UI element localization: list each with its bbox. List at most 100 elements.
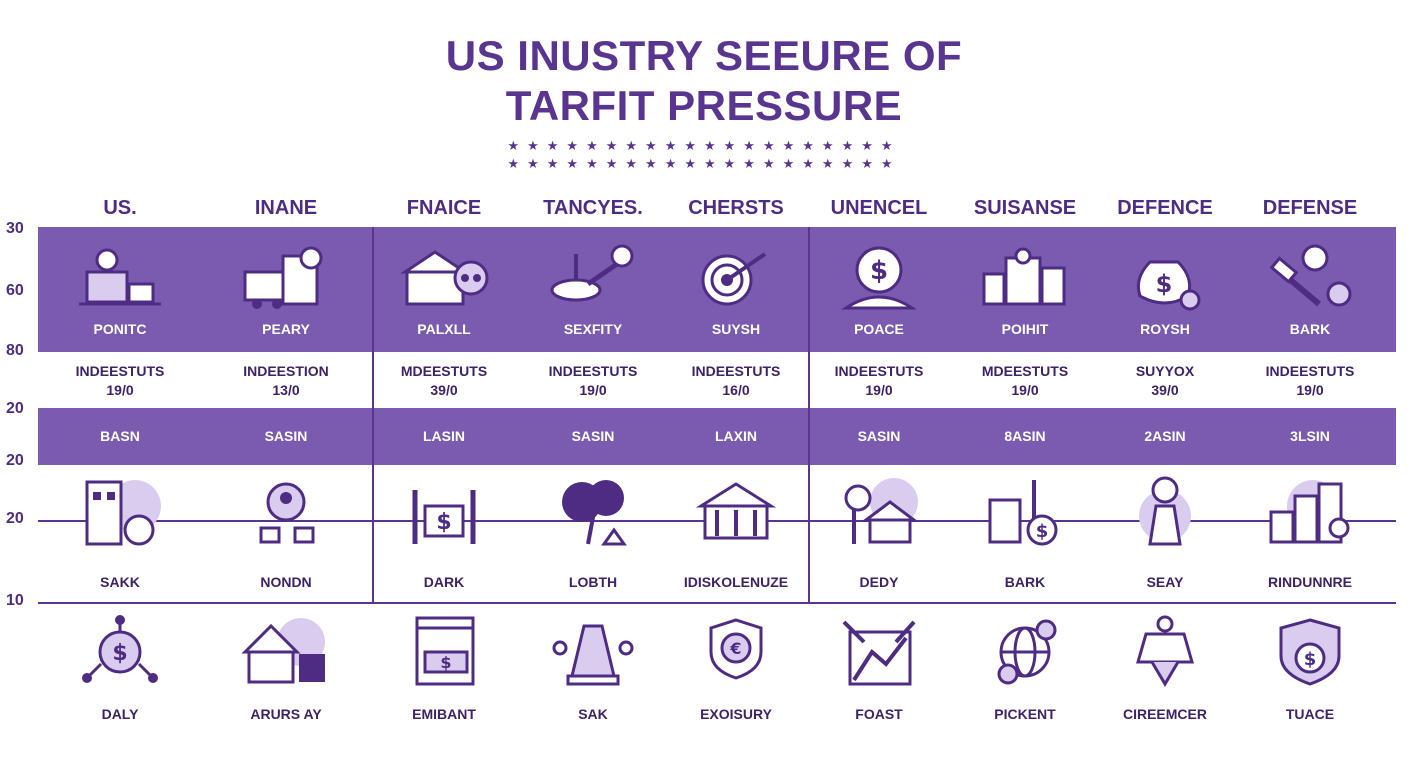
row1-label: BARK: [1289, 321, 1331, 337]
row1-label: ROYSH: [1140, 321, 1190, 337]
row5-label: PICKENT: [994, 706, 1056, 722]
column-header: SUISANSE: [973, 197, 1077, 219]
y-axis-label: 60: [6, 282, 24, 299]
row3-label: LAXIN: [715, 428, 757, 444]
svg-text:$: $: [870, 256, 888, 286]
row4-label: RINDUNNRE: [1268, 574, 1352, 590]
person-icon: [1110, 472, 1220, 552]
svg-text:$: $: [1036, 521, 1049, 542]
row5-label: FOAST: [855, 706, 903, 722]
row5-label: ARURS AY: [250, 706, 322, 722]
row3-label: LASIN: [423, 428, 465, 444]
building-globe-icon: [65, 472, 175, 552]
y-axis-label: 20: [6, 452, 24, 469]
row2-stat-label: SUYYOX: [1135, 363, 1195, 379]
ornament-icon: [1110, 612, 1220, 692]
window-money-icon: $: [389, 612, 499, 692]
row3-label: 3LSIN: [1290, 428, 1330, 444]
basin-band: [38, 408, 1396, 465]
column-header: DEFENCE: [1117, 197, 1213, 219]
y-axis-label: 20: [6, 510, 24, 527]
row2-stat-value: 13/0: [272, 382, 300, 398]
y-axis-label: 10: [6, 592, 24, 609]
coin-car-icon: $: [824, 238, 934, 318]
row5-label: DALY: [101, 706, 139, 722]
row4-label: SEAY: [1146, 574, 1184, 590]
house-market-icon: [231, 612, 341, 692]
house-pin-icon: [824, 472, 934, 552]
row4-label: NONDN: [260, 574, 312, 590]
row3-label: SASIN: [264, 428, 308, 444]
dollar-network-icon: $: [65, 612, 175, 692]
row3-label: 2ASIN: [1144, 428, 1186, 444]
idea-person-icon: [231, 472, 341, 552]
column-header: US.: [103, 197, 137, 219]
y-axis-label: 20: [6, 400, 24, 417]
row2-stat-value: 39/0: [1151, 382, 1179, 398]
building-coin-icon: $: [970, 472, 1080, 552]
row1-label: PEARY: [262, 321, 310, 337]
finance-building-icon: [389, 238, 499, 318]
stars-row-2: ★★★★★★★★★★★★★★★★★★★★: [507, 156, 901, 171]
page-title-line-2: TARFIT PRESSURE: [505, 82, 903, 129]
row5-label: CIREEMCER: [1122, 706, 1207, 722]
column-header: CHERSTS: [688, 197, 784, 219]
bank-icon: [681, 472, 791, 552]
row2-stat-label: INDEESTUTS: [1265, 363, 1355, 379]
row5-label: EXOISURY: [700, 706, 772, 722]
row5-label: TUACE: [1285, 706, 1335, 722]
svg-text:$: $: [436, 510, 451, 535]
row2-stat-label: INDEESTUTS: [691, 363, 781, 379]
target-icon: [681, 238, 791, 318]
globe-coins-icon: [970, 612, 1080, 692]
row1-label: POACE: [854, 321, 904, 337]
row1-label: SEXFITY: [563, 321, 623, 337]
row2-stat-value: 19/0: [106, 382, 134, 398]
row2-stat-value: 19/0: [865, 382, 893, 398]
row4-label: BARK: [1004, 574, 1046, 590]
row3-label: SASIN: [857, 428, 901, 444]
column-divider-1: [372, 227, 374, 604]
row2-stat-label: INDEESTUTS: [834, 363, 924, 379]
row2-stat-label: INDEESTUTS: [75, 363, 165, 379]
svg-text:$: $: [1304, 649, 1317, 670]
y-axis-label: 80: [6, 342, 24, 359]
row1-label: PALXLL: [417, 321, 471, 337]
money-bag-icon: $: [1110, 238, 1220, 318]
column-header: FNAICE: [406, 197, 482, 219]
row2-stat-value: 16/0: [722, 382, 750, 398]
row2-stat-value: 19/0: [579, 382, 607, 398]
dollar-gate-icon: $: [389, 472, 499, 552]
svg-text:$: $: [440, 653, 451, 672]
chart-tools-icon: [824, 612, 934, 692]
column-header: DEFENSE: [1262, 197, 1358, 219]
shield-dollar-icon: $: [1255, 612, 1365, 692]
row4-label: IDISKOLENUZE: [683, 574, 789, 590]
stars-row-1: ★★★★★★★★★★★★★★★★★★★★: [507, 138, 901, 153]
document-truck-icon: [231, 238, 341, 318]
row2-stat-value: 19/0: [1296, 382, 1324, 398]
row3-label: 8ASIN: [1004, 428, 1046, 444]
row1-label: SUYSH: [711, 321, 761, 337]
row1-label: POIHIT: [1001, 321, 1049, 337]
row5-label: SAK: [578, 706, 608, 722]
tap-key-icon: [538, 238, 648, 318]
city-chart-icon: [1255, 472, 1365, 552]
row4-label: DEDY: [859, 574, 899, 590]
row4-label: DARK: [423, 574, 465, 590]
row2-stat-value: 39/0: [430, 382, 458, 398]
row2-stat-value: 19/0: [1011, 382, 1039, 398]
row2-stat-label: MDEESTUTS: [981, 363, 1069, 379]
city-skyline-icon: [970, 238, 1080, 318]
svg-text:$: $: [1156, 270, 1173, 298]
column-divider-2: [808, 227, 810, 604]
grid-line-bottom: [38, 602, 1396, 604]
row3-label: SASIN: [571, 428, 615, 444]
tree-icon: [538, 472, 648, 552]
row5-label: EMIBANT: [412, 706, 476, 722]
page-title-line-1: US INUSTRY SEEURE OF: [445, 32, 963, 79]
row2-stat-label: MDEESTUTS: [400, 363, 488, 379]
row2-stat-label: INDEESTION: [243, 363, 329, 379]
lab-flask-icon: [538, 612, 648, 692]
row3-label: BASN: [100, 428, 140, 444]
